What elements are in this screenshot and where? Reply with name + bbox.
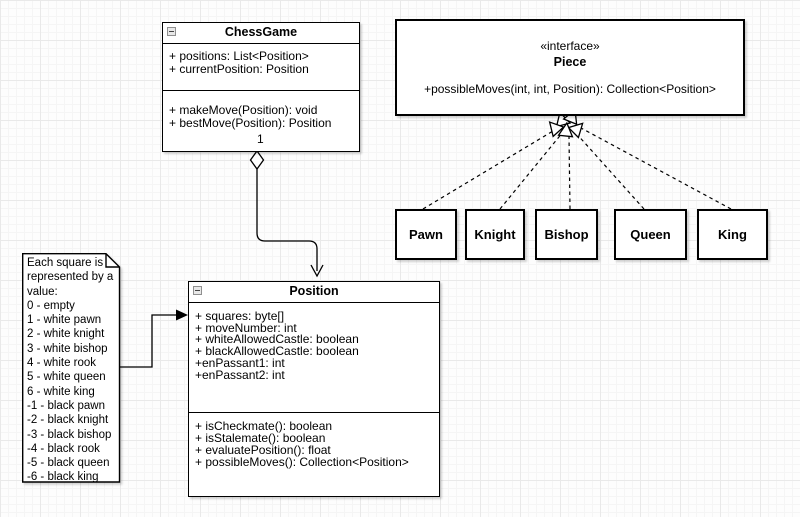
note-line: 5 - white queen: [27, 371, 106, 384]
note-line: 0 - empty: [27, 299, 75, 312]
method-line: + bestMove(Position): Position: [169, 116, 332, 130]
note-line: -1 - black pawn: [27, 399, 105, 412]
realization-lines: [422, 127, 732, 210]
realization-line-bishop[interactable]: [568, 135, 571, 210]
attribute-line: + squares: byte[]: [195, 309, 285, 323]
chessgame-title-bar: ChessGame: [163, 23, 359, 44]
aggregation-path[interactable]: [256, 169, 318, 271]
method-line: + evaluatePosition(): float: [195, 442, 331, 457]
method-line: + isCheckmate(): boolean: [195, 419, 333, 433]
triangle-arrowhead-icon: [557, 121, 574, 138]
realization-line-knight[interactable]: [499, 131, 564, 210]
attribute-line: + whiteAllowedCastle: boolean: [195, 332, 359, 347]
subclass-box-pawn[interactable]: Pawn: [395, 209, 457, 260]
note-fold-icon: [105, 253, 120, 268]
subclass-box-knight[interactable]: Knight: [465, 209, 525, 260]
chessgame-attributes: + positions: List<Position>+ currentPosi…: [163, 44, 359, 91]
multiplicity-label: 1: [257, 132, 264, 146]
triangle-arrowhead-icon: [548, 121, 565, 138]
note-line: 3 - white bishop: [27, 342, 108, 355]
position-attributes: + squares: byte[]+ moveNumber: int+ whit…: [189, 303, 439, 413]
note-line: -3 - black bishop: [27, 428, 112, 441]
realization-line-pawn[interactable]: [422, 127, 559, 210]
piece-operation: +possibleMoves(int, int, Position): Coll…: [424, 82, 716, 96]
subclass-label: Bishop: [544, 227, 589, 242]
collapse-icon[interactable]: [167, 27, 176, 36]
realization-line-queen[interactable]: [574, 131, 645, 210]
subclass-label: Pawn: [409, 227, 443, 242]
note-line: -5 - black queen: [27, 457, 110, 470]
method-line: + makeMove(Position): void: [169, 103, 318, 117]
method-line: + possibleMoves(): Collection<Position>: [195, 454, 409, 469]
position-class-box[interactable]: Position + squares: byte[]+ moveNumber: …: [188, 281, 440, 497]
subclass-label: Knight: [474, 227, 516, 242]
position-title-bar: Position: [189, 282, 439, 303]
note-line: Each square is: [27, 257, 104, 269]
collapse-icon[interactable]: [193, 286, 202, 295]
note-shape: [22, 253, 121, 483]
note-line: 1 - white pawn: [27, 314, 102, 327]
note-line: 2 - white knight: [27, 328, 105, 341]
realization-line-king[interactable]: [580, 127, 732, 210]
position-title: Position: [289, 284, 339, 298]
note-line: -2 - black knight: [27, 414, 109, 427]
note-line: represented by a: [27, 271, 114, 284]
chessgame-methods: + makeMove(Position): void+ bestMove(Pos…: [163, 91, 359, 130]
subclass-box-bishop[interactable]: Bishop: [535, 209, 598, 260]
note-connector-path[interactable]: [120, 314, 177, 368]
aggregation-connector-chessgame-position[interactable]: [249, 149, 324, 278]
subclass-label: Queen: [630, 227, 671, 242]
attribute-line: + moveNumber: int: [195, 320, 297, 335]
chessgame-title: ChessGame: [224, 25, 298, 39]
method-line: + isStalemate(): boolean: [195, 430, 326, 445]
chessgame-class-box[interactable]: ChessGame + positions: List<Position>+ c…: [162, 22, 360, 152]
triangle-arrowhead-icon: [567, 122, 584, 139]
piece-interface-box[interactable]: «interface» Piece +possibleMoves(int, in…: [395, 19, 745, 116]
subclass-label: King: [718, 227, 747, 242]
arrowhead-open-icon: [310, 264, 324, 278]
note-line: -6 - black king: [27, 471, 99, 484]
note-line: -4 - black rook: [27, 442, 100, 455]
piece-stereotype: «interface»: [540, 39, 600, 53]
note-line: 6 - white king: [27, 385, 95, 398]
subclass-box-queen[interactable]: Queen: [614, 209, 687, 260]
note-line: 4 - white rook: [27, 357, 97, 370]
piece-title: Piece: [553, 55, 587, 69]
attribute-line: +enPassant2: int: [195, 367, 285, 382]
note-connector[interactable]: [120, 309, 188, 368]
attribute-line: + currentPosition: Position: [169, 62, 309, 76]
subclass-box-king[interactable]: King: [697, 209, 768, 260]
aggregation-diamond-icon: [249, 149, 265, 171]
attribute-line: + positions: List<Position>: [169, 49, 309, 63]
note-line: value:: [27, 285, 58, 298]
attribute-line: +enPassant1: int: [195, 355, 285, 370]
arrowhead-solid-icon: [176, 309, 188, 321]
attribute-line: + blackAllowedCastle: boolean: [195, 344, 359, 359]
position-methods: + isCheckmate(): boolean+ isStalemate():…: [189, 413, 439, 469]
